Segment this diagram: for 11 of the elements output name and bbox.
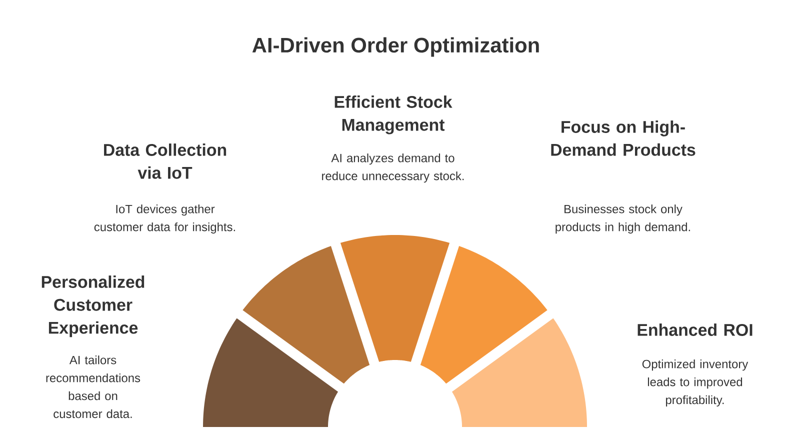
- title: AI-Driven Order Optimization: [252, 37, 539, 57]
- description: IoT devices gather customer data for insights.: [94, 204, 235, 234]
- heading: Focus on High-Demand Products: [551, 120, 696, 156]
- heading: Efficient Stock Management: [334, 96, 452, 134]
- description: AI tailors recommendations based on customer data.: [46, 356, 140, 418]
- description: Businesses stock only products in high demand.: [556, 204, 690, 234]
- heading: Personalized Customer Experience: [42, 276, 144, 338]
- description: AI analyzes demand to reduce unnecessary stock.: [322, 154, 464, 183]
- heading: Data Collection via IoT: [104, 144, 226, 179]
- heading: Enhanced ROI: [638, 324, 752, 336]
- description: Optimized inventory leads to improved profitability.: [642, 360, 748, 407]
